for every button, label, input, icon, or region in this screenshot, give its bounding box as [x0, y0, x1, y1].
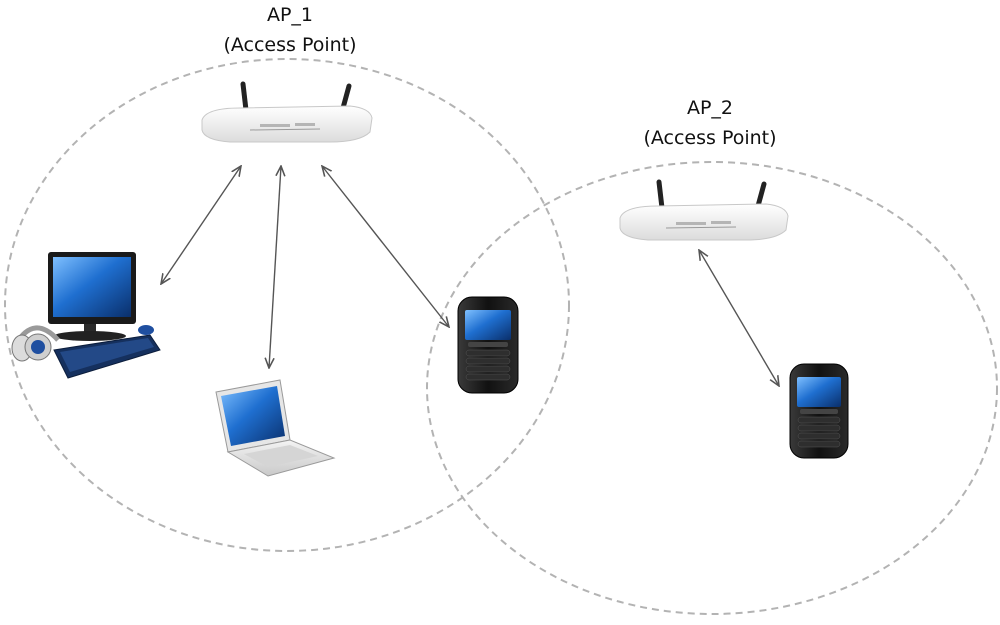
ap2-label: AP_2 (Access Point) [600, 93, 820, 153]
link-ap1-phone [322, 166, 449, 327]
laptop-icon [215, 379, 336, 477]
wireless-router-icon [619, 179, 789, 241]
link-ap1-desktop [161, 166, 241, 284]
wireless-router-icon [201, 81, 373, 143]
headphones-icon [11, 325, 60, 362]
ap1-subtitle: (Access Point) [223, 34, 357, 56]
link-ap1-laptop [269, 166, 281, 368]
ap2-name: AP_2 [686, 97, 734, 119]
link-ap2-phone [699, 250, 779, 386]
ap1-name: AP_1 [266, 4, 314, 26]
ap1-coverage-circle [4, 58, 570, 552]
desktop-computer-icon [48, 252, 161, 379]
ap2-coverage-circle [426, 161, 998, 615]
ap1-label: AP_1 (Access Point) [180, 0, 400, 60]
smartphone-icon [789, 363, 849, 459]
ap2-subtitle: (Access Point) [643, 127, 777, 149]
smartphone-icon [457, 296, 519, 394]
